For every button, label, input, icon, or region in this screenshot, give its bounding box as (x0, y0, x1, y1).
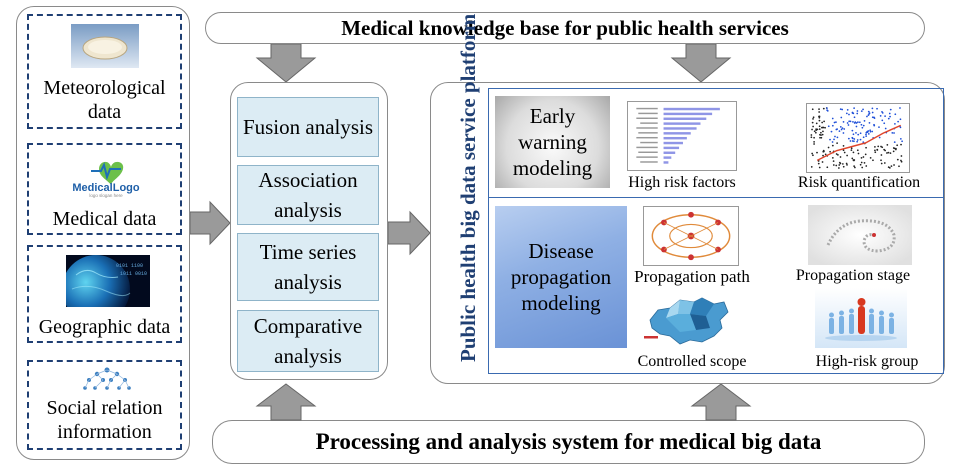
analysis-association-label: Association analysis (258, 168, 358, 222)
medical-label: Medical data (52, 208, 157, 230)
social-network-icon (83, 367, 131, 390)
knowledge-base-bar: Medical knowledge base for public health… (205, 12, 925, 44)
high-risk-factors-label: High risk factors (628, 174, 736, 191)
medical-logo-tagline: logo slogan here (89, 193, 123, 198)
arrow-up-icon (255, 383, 317, 421)
arrow-up-icon (690, 383, 752, 421)
data-source-medical: MedicalLogo logo slogan here Medical dat… (27, 143, 182, 235)
high-risk-factors-chart-icon (627, 101, 737, 171)
svg-text:0101 1100: 0101 1100 (116, 263, 143, 269)
controlled-scope-map-icon (640, 292, 736, 350)
svg-text:1011 0010: 1011 0010 (120, 271, 147, 277)
platform-title-text: Public health big data service platform (456, 13, 480, 362)
analysis-fusion: Fusion analysis (237, 97, 379, 157)
processing-system-label: Processing and analysis system for medic… (315, 429, 822, 454)
analysis-comparative: Comparative analysis (237, 310, 379, 372)
disease-propagation-box: Disease propagation modeling (495, 206, 627, 348)
propagation-stage-icon (808, 205, 912, 265)
arrow-down-icon (255, 44, 317, 83)
high-risk-group-label: High-risk group (815, 353, 919, 370)
arrow-right-icon (388, 210, 431, 256)
medical-logo-text: MedicalLogo (72, 182, 140, 194)
analysis-fusion-label: Fusion analysis (242, 115, 374, 139)
data-source-social: Social relation information (27, 360, 182, 450)
risk-quantification-chart-icon (806, 103, 910, 173)
geographic-label: Geographic data (38, 316, 171, 338)
propagation-path-icon (643, 206, 739, 266)
risk-quantification-label: Risk quantification (797, 174, 921, 191)
controlled-scope-label: Controlled scope (637, 353, 747, 370)
processing-system-bar: Processing and analysis system for medic… (212, 420, 925, 464)
early-warning-label: Early warning modeling (512, 104, 593, 180)
meteorological-label: Meteorological data (43, 77, 166, 123)
propagation-stage-label: Propagation stage (795, 267, 911, 284)
social-label: Social relation information (46, 397, 163, 443)
analysis-time-series: Time series analysis (237, 233, 379, 301)
arrow-right-icon (190, 200, 231, 246)
weather-icon (71, 24, 139, 68)
analysis-time-series-label: Time series analysis (259, 240, 357, 294)
arrow-down-icon (670, 44, 732, 83)
early-warning-box: Early warning modeling (495, 96, 610, 188)
data-source-meteorological: Meteorological data (27, 14, 182, 129)
high-risk-group-icon (815, 288, 907, 348)
globe-icon: 0101 1100 1011 0010 (66, 255, 150, 307)
disease-propagation-label: Disease propagation modeling (510, 239, 612, 315)
analysis-comparative-label: Comparative analysis (253, 314, 363, 368)
analysis-association: Association analysis (237, 165, 379, 225)
propagation-path-label: Propagation path (634, 267, 750, 286)
medical-logo-icon: MedicalLogo logo slogan here (72, 161, 140, 198)
platform-models-frame (488, 88, 944, 374)
data-source-geographic: 0101 1100 1011 0010 Geographic data (27, 245, 182, 343)
platform-divider (488, 197, 944, 198)
knowledge-base-label: Medical knowledge base for public health… (341, 15, 789, 40)
